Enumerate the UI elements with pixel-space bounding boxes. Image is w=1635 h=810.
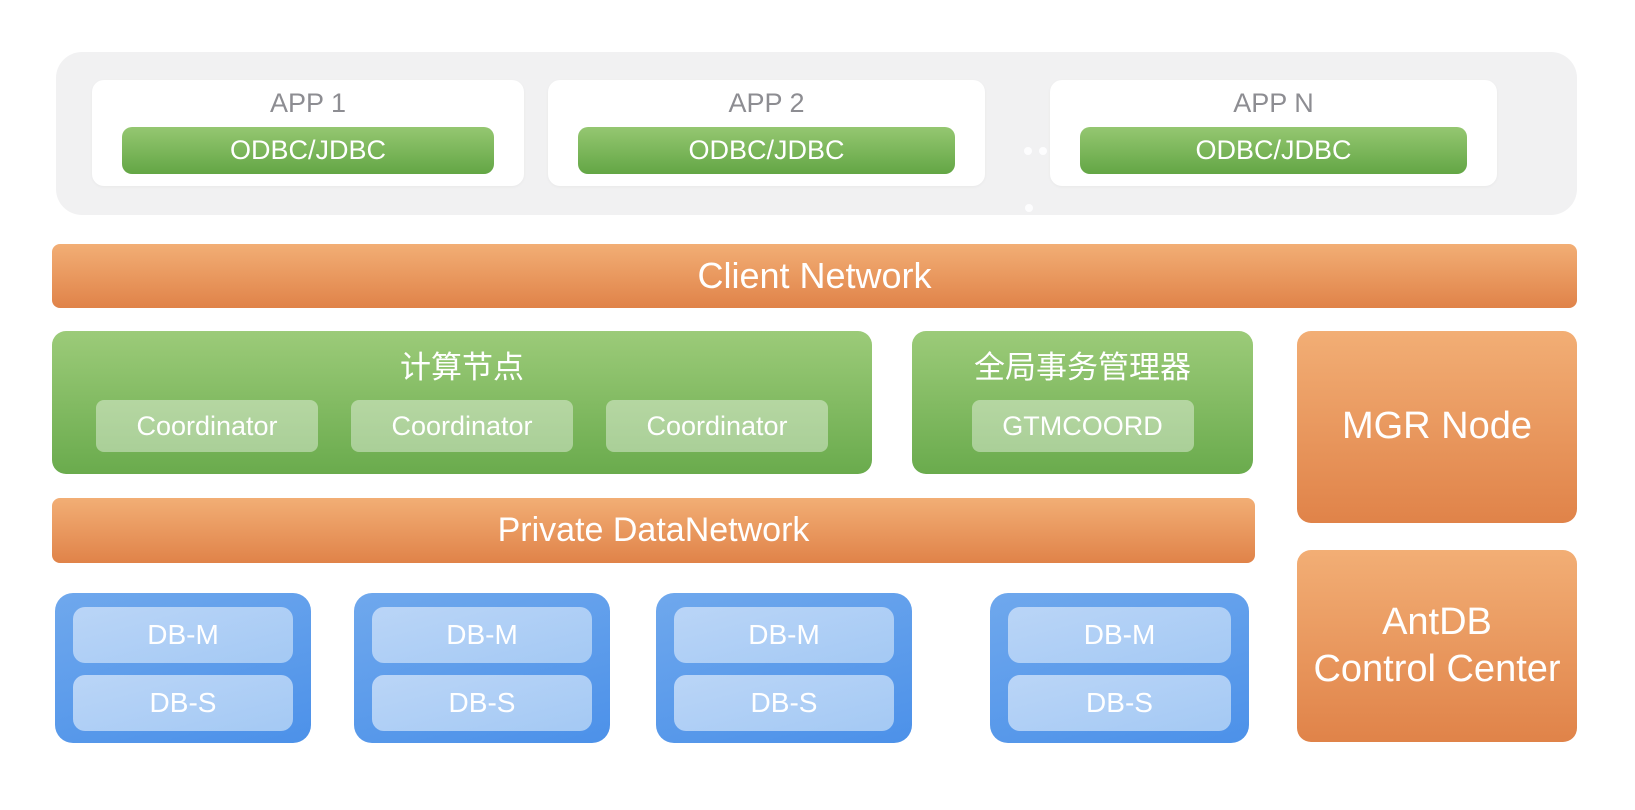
db-master-node: DB-M (1008, 607, 1231, 663)
coordinator-node: Coordinator (96, 400, 318, 452)
control-center-box: AntDB Control Center (1297, 550, 1577, 742)
db-standby-node: DB-S (73, 675, 293, 731)
mgr-node-box: MGR Node (1297, 331, 1577, 523)
ellipsis-dot (1039, 147, 1047, 155)
odbc-jdbc-badge: ODBC/JDBC (1080, 127, 1467, 174)
coordinator-row: Coordinator Coordinator Coordinator (96, 400, 828, 452)
client-network-bar: Client Network (52, 244, 1577, 308)
odbc-jdbc-badge: ODBC/JDBC (122, 127, 494, 174)
gtmcoord-row: GTMCOORD (956, 400, 1209, 452)
db-master-node: DB-M (674, 607, 894, 663)
db-group-2: DB-M DB-S (354, 593, 610, 743)
odbc-jdbc-badge: ODBC/JDBC (578, 127, 955, 174)
app-card-1: APP 1 ODBC/JDBC (92, 80, 524, 186)
app-card-2: APP 2 ODBC/JDBC (548, 80, 985, 186)
db-group-3: DB-M DB-S (656, 593, 912, 743)
db-standby-node: DB-S (1008, 675, 1231, 731)
coordinator-node: Coordinator (606, 400, 828, 452)
control-center-label-line1: AntDB (1382, 600, 1492, 643)
gtm-box: 全局事务管理器 GTMCOORD (912, 331, 1253, 474)
coordinator-node: Coordinator (351, 400, 573, 452)
control-center-label-line2: Control Center (1313, 648, 1561, 690)
db-standby-node: DB-S (674, 675, 894, 731)
private-data-network-bar: Private DataNetwork (52, 498, 1255, 563)
mgr-node-label: MGR Node (1341, 405, 1533, 448)
app-title: APP N (1233, 88, 1314, 118)
app-title: APP 2 (728, 88, 805, 118)
app-title: APP 1 (269, 88, 347, 118)
client-network-label: Client Network (697, 255, 932, 296)
ellipsis-dot (1024, 147, 1032, 155)
app-layer-container: APP 1 ODBC/JDBC APP 2 ODBC/JDBC APP N OD… (56, 52, 1577, 215)
db-group-1: DB-M DB-S (55, 593, 311, 743)
db-standby-node: DB-S (372, 675, 592, 731)
gtmcoord-node: GTMCOORD (971, 400, 1194, 452)
compute-node-title: 计算节点 (400, 350, 524, 385)
app-card-n: APP N ODBC/JDBC (1050, 80, 1497, 186)
db-master-node: DB-M (73, 607, 293, 663)
db-group-4: DB-M DB-S (990, 593, 1249, 743)
gtm-title: 全局事务管理器 (974, 350, 1191, 385)
private-data-network-label: Private DataNetwork (497, 511, 810, 549)
compute-node-box: 计算节点 Coordinator Coordinator Coordinator (52, 331, 872, 474)
db-master-node: DB-M (372, 607, 592, 663)
ellipsis-dot (1025, 204, 1033, 212)
